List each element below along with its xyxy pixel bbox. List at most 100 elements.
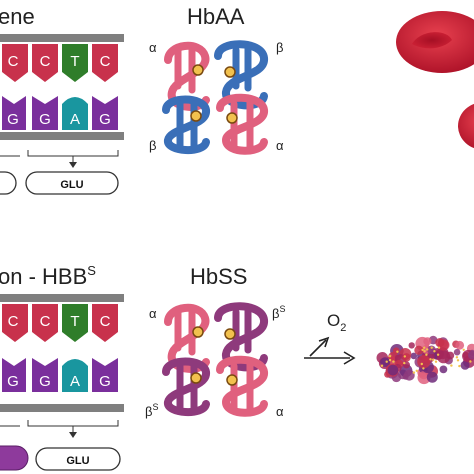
hbs-polymer-blob — [468, 350, 474, 360]
bottom-base-a: A — [62, 359, 88, 392]
top-base-label: G — [7, 111, 19, 128]
top-base-c3: C — [92, 44, 118, 82]
top-protein-title: HbAA — [187, 4, 245, 29]
hbs-polymer-heme-dot — [455, 356, 459, 359]
top-codon-bracket — [0, 150, 119, 168]
hbs-polymer-heme-dot — [396, 350, 399, 353]
top-hemoglobin-hbaa: α β β α — [149, 40, 284, 155]
bottom-amino-acid-glu: GLU — [35, 447, 121, 471]
hbs-polymer-heme-dot — [415, 369, 418, 372]
hbs-polymer-heme-dot — [403, 361, 406, 365]
hbs-polymer-blob — [402, 353, 411, 362]
hbs-polymer-blob — [408, 342, 415, 349]
top-chain-label-beta-2: β — [149, 138, 156, 153]
top-amino-acid-label: GLU — [60, 179, 83, 191]
top-chain-label-alpha-2: α — [276, 138, 284, 153]
top-base-label: G — [39, 111, 51, 128]
bottom-gene-title-superscript: S — [87, 263, 96, 278]
hbs-polymer-blob — [414, 345, 424, 355]
top-base-label: C — [100, 53, 111, 70]
hbs-polymer-fiber — [376, 335, 474, 385]
top-base-g2: G — [32, 96, 58, 130]
top-base-label: C — [40, 53, 51, 70]
bottom-amino-acid-val — [0, 445, 29, 471]
hbs-polymer-heme-dot — [436, 353, 440, 356]
bottom-panel: on - HBBS HbSS C C T C G — [0, 263, 474, 471]
hbs-polymer-heme-dot — [426, 348, 429, 351]
hbs-polymer-heme-dot — [425, 353, 428, 356]
bottom-base-label: G — [7, 373, 19, 390]
hbs-polymer-heme-dot — [437, 346, 441, 349]
hbs-polymer-heme-dot — [458, 364, 461, 368]
hbs-polymer-heme-dot — [432, 358, 435, 361]
bottom-base-c3: C — [92, 304, 118, 342]
top-gene-title: ene — [0, 4, 35, 29]
top-base-label: A — [70, 111, 80, 128]
deoxygenation-arrow: O2 — [304, 311, 356, 365]
heme-groups — [190, 64, 238, 124]
bottom-base-g1: G — [2, 358, 26, 392]
top-base-g3: G — [92, 96, 118, 130]
red-blood-cells-normal — [396, 11, 474, 149]
bottom-protein-title: HbSS — [190, 264, 247, 289]
hbs-polymer-heme-dot — [388, 355, 392, 358]
bottom-base-label: G — [99, 373, 111, 390]
top-amino-acid-glu: GLU — [25, 171, 119, 195]
bottom-base-label: T — [70, 313, 79, 330]
hbs-polymer-blob — [392, 347, 400, 355]
hbs-polymer-blob — [417, 355, 431, 369]
bottom-base-label: C — [100, 313, 111, 330]
hbs-polymer-blob — [455, 340, 465, 350]
bottom-hemoglobin-hbss: α βS βS α — [145, 302, 286, 419]
hbs-polymer-blob — [439, 365, 448, 374]
heme-groups-s — [190, 326, 238, 386]
top-base-c1: C — [2, 44, 28, 82]
beta-chain-upper-right — [214, 40, 268, 110]
hbs-polymer-heme-dot — [392, 360, 395, 363]
hbs-polymer-heme-dot — [456, 359, 460, 362]
bottom-dna-backbone-upper — [0, 294, 124, 302]
hbs-polymer-heme-dot — [462, 348, 465, 351]
bottom-codon-bracket — [0, 420, 119, 438]
hbs-polymer-blob — [453, 348, 461, 356]
top-amino-acid-prev — [0, 171, 17, 195]
bottom-base-c1: C — [2, 304, 28, 342]
bottom-base-g3: G — [92, 358, 118, 392]
bottom-gene-title: on - HBBS — [0, 263, 96, 289]
hbs-polymer-heme-dot — [433, 350, 436, 353]
bottom-dna-fragment: C C T C G G A — [0, 294, 124, 412]
hbs-polymer-heme-dot — [422, 367, 425, 370]
bottom-dna-backbone-lower — [0, 404, 124, 412]
bottom-amino-acid-label: GLU — [66, 455, 89, 467]
hbs-polymer-heme-dot — [380, 364, 384, 367]
top-base-t: T — [62, 44, 88, 82]
hbs-polymer-heme-dot — [388, 358, 392, 362]
bottom-base-g2: G — [32, 358, 58, 392]
hbs-polymer-heme-dot — [420, 362, 423, 366]
hbs-polymer-heme-dot — [469, 360, 472, 363]
hbs-polymer-heme-dot — [412, 371, 416, 374]
top-chain-label-beta-1: β — [276, 40, 283, 55]
hbs-polymer-blob — [394, 354, 401, 361]
alpha-chain-lower-right — [216, 93, 268, 155]
hbs-polymer-heme-dot — [450, 364, 453, 367]
top-dna-backbone-lower — [0, 132, 124, 140]
top-dna-backbone-upper — [0, 34, 124, 42]
hbs-polymer-blob — [403, 369, 415, 381]
bottom-chain-label-beta-s-2: βS — [145, 402, 159, 419]
top-base-g1: G — [2, 96, 26, 130]
bottom-base-label: C — [8, 313, 19, 330]
hbs-polymer-heme-dot — [434, 360, 438, 363]
top-base-label: G — [99, 111, 111, 128]
hbs-polymer-blob — [417, 371, 431, 385]
hbs-polymer-heme-dot — [423, 350, 426, 353]
red-blood-cell-large — [396, 11, 474, 73]
hbs-polymer-heme-dot — [385, 360, 388, 363]
top-base-label: C — [8, 53, 19, 70]
bottom-base-c2: C — [32, 304, 58, 342]
hbs-polymer-blob — [426, 371, 438, 383]
bottom-chain-label-alpha-2: α — [276, 404, 284, 419]
beta-s-chain-upper-right — [214, 302, 268, 372]
hbs-polymer-blob — [437, 339, 449, 351]
